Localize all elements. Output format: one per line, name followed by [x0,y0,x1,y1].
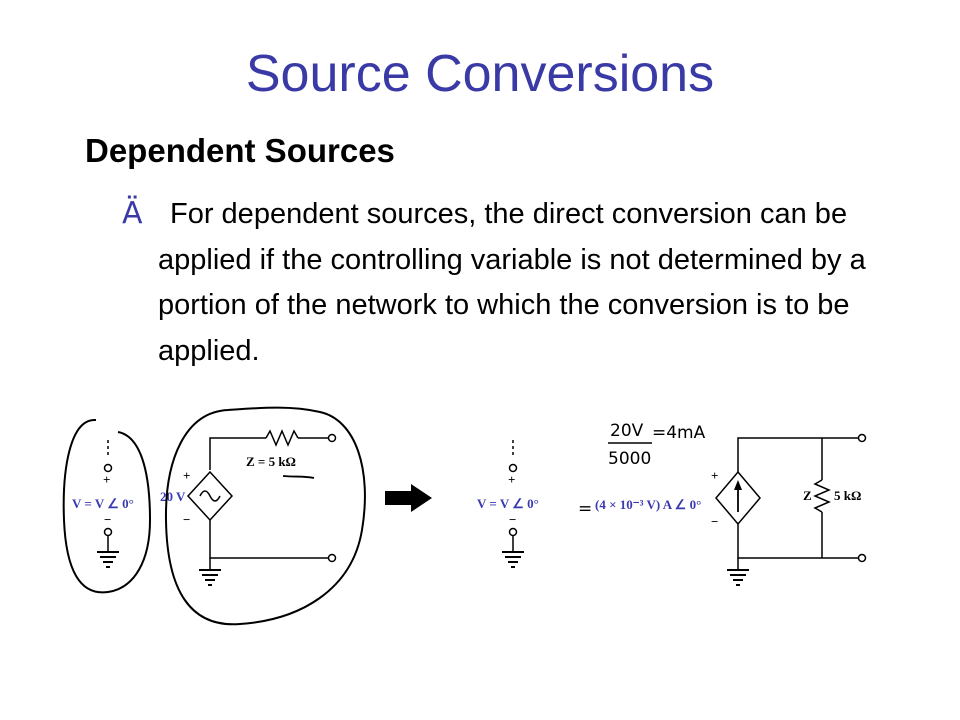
left-control-terminal: + V = V ∠ 0° − [72,440,134,568]
right-source-ground-icon [727,569,749,586]
slide-title: Source Conversions [245,45,715,103]
right-control-terminal: + V = V ∠ 0° − [477,440,539,568]
right-source-minus: − [711,514,718,529]
left-control-minus: − [104,512,111,527]
handwritten-loop-control [62,418,152,594]
handwritten-equals: = [578,499,592,519]
right-control-plus: + [508,472,515,487]
left-source-ground-icon [199,569,221,586]
left-impedance-label: Z = 5 kΩ [246,454,296,469]
right-impedance-label: Z [803,488,812,503]
left-control-plus: + [103,472,110,487]
dependent-voltage-source-icon [186,470,234,522]
handwritten-numerator: 20V [610,421,644,441]
left-source-plus: + [183,468,190,483]
conversion-arrow-icon [385,484,432,512]
right-source-plus: + [711,468,718,483]
bullet-text: For dependent sources, the direct conver… [158,198,866,367]
left-source-minus: − [183,512,190,527]
left-control-ground-icon [97,551,119,568]
left-resistor-icon [265,429,299,447]
left-control-label: V = V ∠ 0° [72,496,134,511]
handwritten-underline [282,475,315,479]
right-resistor-icon [813,479,831,513]
handwritten-result: =4mA [652,423,706,443]
handwritten-loop-source [164,406,366,626]
right-impedance-value: 5 kΩ [834,488,861,503]
right-control-ground-icon [502,551,524,568]
section-heading: Dependent Sources [85,132,395,169]
left-source-label: 20 V [160,489,186,504]
bullet-icon: Ä [122,196,143,231]
right-control-label: V = V ∠ 0° [477,496,539,511]
right-source-circuit: (4 × 10⁻³ V) A ∠ 0° + − Z 5 kΩ [595,433,867,586]
handwritten-denominator: 5000 [608,449,651,469]
right-source-label: (4 × 10⁻³ V) A ∠ 0° [595,497,701,512]
dependent-current-source-icon [715,470,761,526]
left-source-circuit: Z = 5 kΩ + 20 V − [160,429,337,586]
right-control-minus: − [509,512,516,527]
